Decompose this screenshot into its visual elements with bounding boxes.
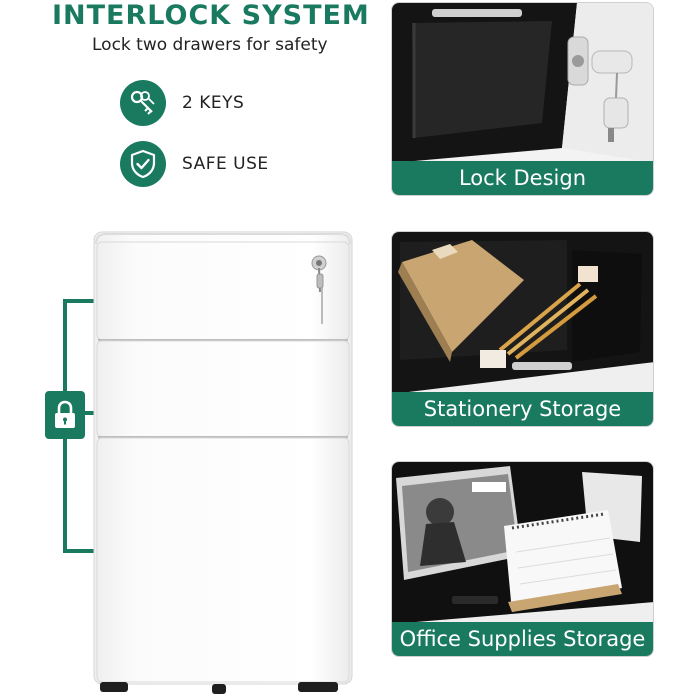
- bracket-tick-top: [63, 299, 115, 303]
- feature-safe-use-label: SAFE USE: [182, 154, 269, 174]
- panel-caption: Stationery Storage: [392, 392, 653, 426]
- filing-cabinet-illustration: [92, 230, 354, 696]
- feature-keys-label: 2 KEYS: [182, 93, 245, 113]
- keys-icon: [120, 80, 166, 126]
- lock-cylinder-photo: [392, 3, 653, 163]
- stationery-drawer-photo: [392, 232, 653, 394]
- bracket-tick-middle: [63, 411, 115, 415]
- panel-caption: Lock Design: [392, 161, 653, 195]
- page-title: INTERLOCK SYSTEM: [52, 0, 370, 31]
- panel-lock-design: Lock Design: [391, 2, 654, 196]
- office-supplies-drawer-photo: [392, 462, 653, 624]
- padlock-icon: [45, 391, 85, 439]
- panel-caption: Office Supplies Storage: [392, 622, 653, 656]
- feature-keys: 2 KEYS: [120, 80, 244, 126]
- panel-office-supplies-storage: Office Supplies Storage: [391, 461, 654, 657]
- page-subtitle: Lock two drawers for safety: [92, 35, 328, 55]
- panel-stationery-storage: Stationery Storage: [391, 231, 654, 427]
- shield-check-icon: [120, 141, 166, 187]
- bracket-tick-bottom: [63, 549, 115, 553]
- feature-safe-use: SAFE USE: [120, 141, 269, 187]
